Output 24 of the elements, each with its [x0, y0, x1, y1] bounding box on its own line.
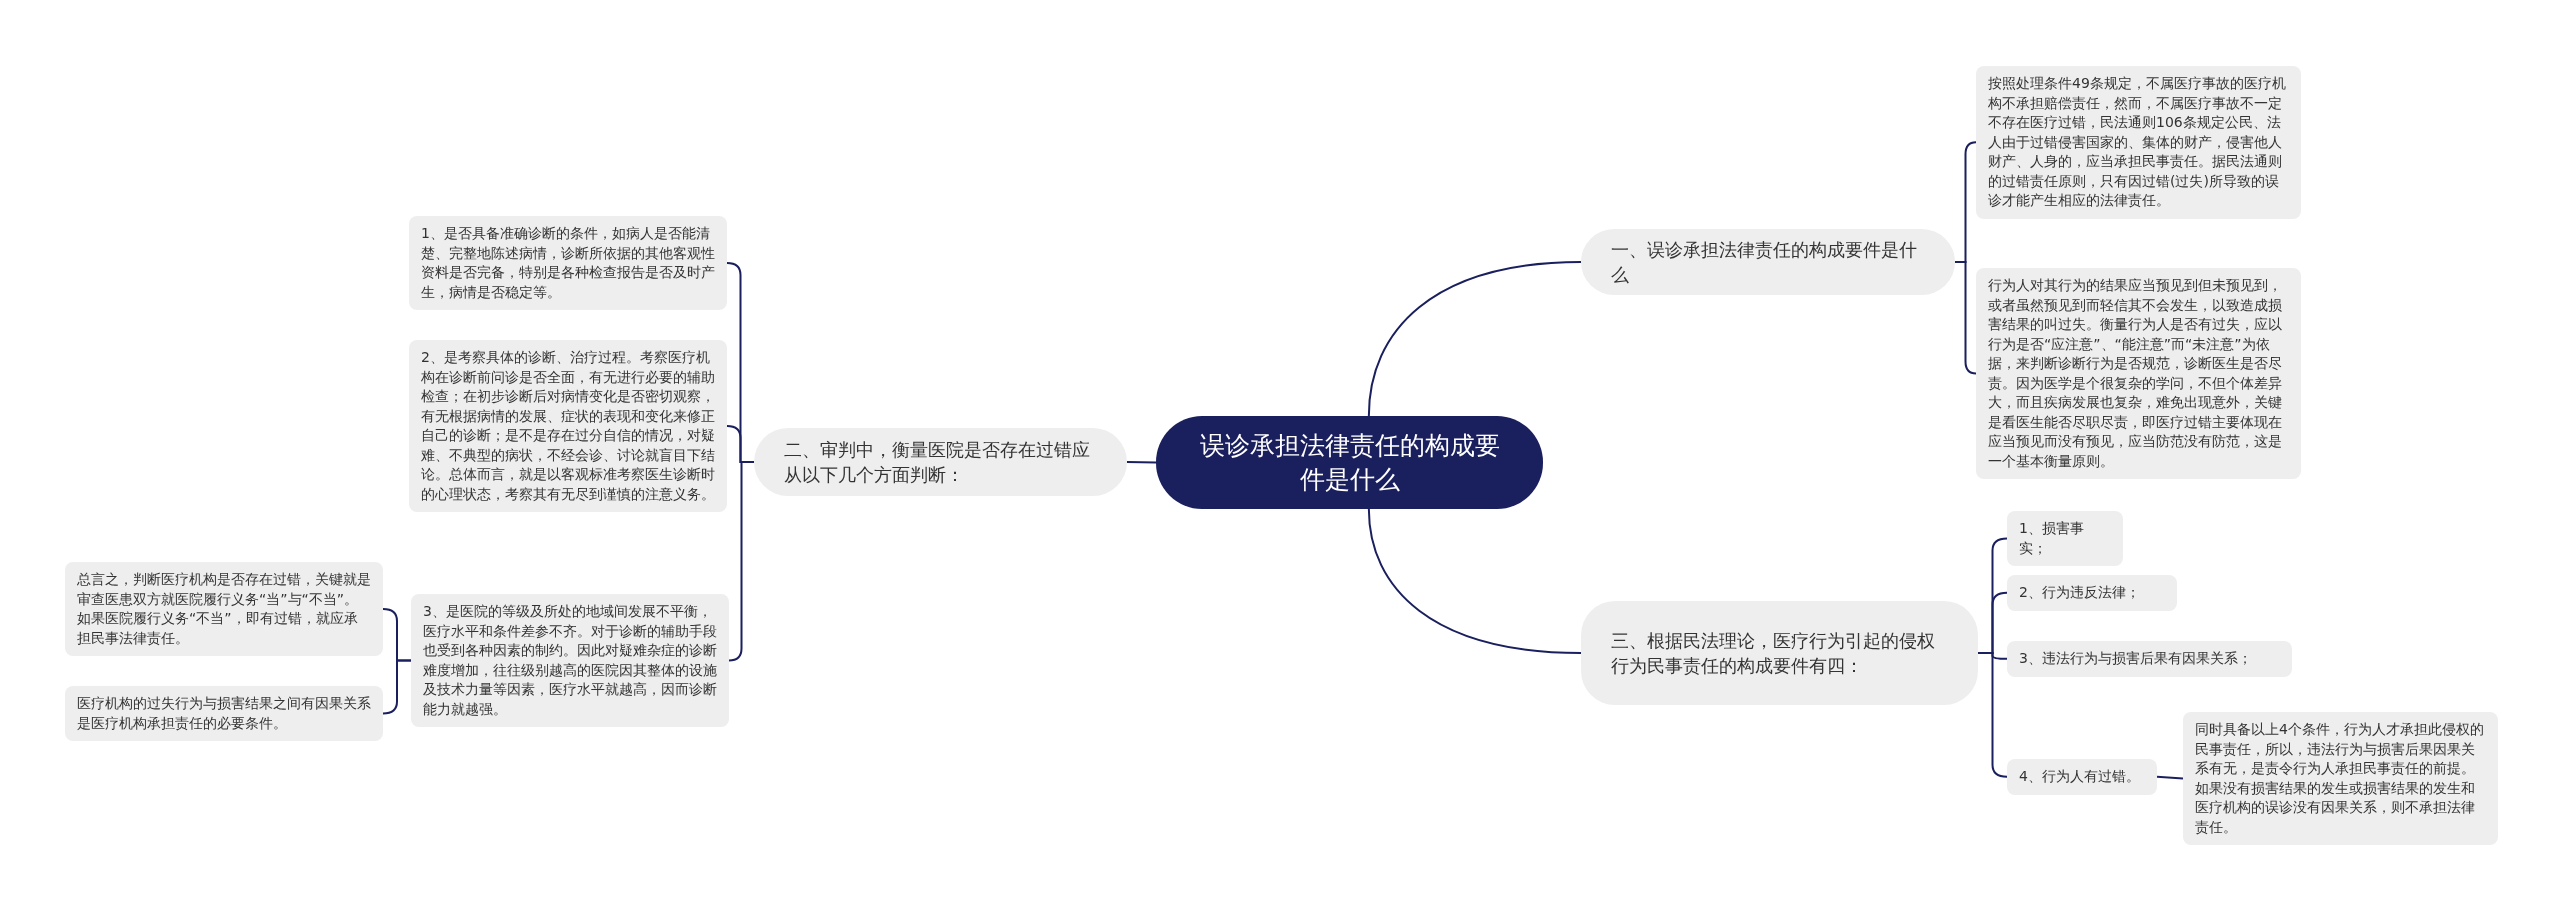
note-card: 1、是否具备准确诊断的条件，如病人是否能清楚、完整地陈述病情，诊断所依据的其他客观性资料是否完备，特别是各种检查报告是否及时产生，病情是否稳定等。 — [409, 216, 727, 310]
connector — [1367, 508, 1582, 654]
note-card: 按照处理条件49条规定，不属医疗事故的医疗机构不承担赔偿责任，然而，不属医疗事故不一定不存在医疗过错，民法通则106条规定公民、法人由于过错侵害国家的、集体的财产，侵害他人财产、人身的，应当承担民事责任。据民法通则的过错责任原则，只有因过错(过失)所导致的误诊才能产生相应的法律责任。 — [1976, 66, 2301, 219]
note-card: 3、违法行为与损害后果有因果关系； — [2007, 641, 2292, 677]
note-card: 同时具备以上4个条件，行为人才承担此侵权的民事责任，所以，违法行为与损害后果因果关系有无，是责令行为人承担民事责任的前提。如果没有损害结果的发生或损害结果的发生和医疗机构的误诊没有因果关系，则不承担法律责任。 — [2183, 712, 2498, 845]
branch-topic: 一、误诊承担法律责任的构成要件是什么 — [1581, 229, 1955, 295]
connector — [1977, 652, 2008, 778]
note-card: 医疗机构的过失行为与损害结果之间有因果关系是医疗机构承担责任的必要条件。 — [65, 686, 383, 741]
note-card: 总言之，判断医疗机构是否存在过错，关键就是审查医患双方就医院履行义务“当”与“不当”。如果医院履行义务“不当”，即有过错，就应承担民事法律责任。 — [65, 562, 383, 656]
connector — [382, 659, 412, 715]
note-card: 1、损害事实； — [2007, 511, 2123, 566]
note-card: 3、是医院的等级及所处的地域间发展不平衡，医疗水平和条件差参不齐。对于诊断的辅助手段也受到各种因素的制约。因此对疑难杂症的诊断难度增加，往往级别越高的医院因其整体的设施及技术力量等因素，医疗水平就越高，因而诊断能力就越强。 — [411, 594, 729, 727]
branch-topic: 二、审判中，衡量医院是否存在过错应从以下几个方面判断： — [754, 428, 1127, 496]
connector — [1126, 461, 1157, 464]
note-card: 4、行为人有过错。 — [2007, 759, 2157, 795]
connector — [2156, 775, 2184, 780]
connector — [1954, 261, 1977, 375]
central-topic: 误诊承担法律责任的构成要件是什么 — [1156, 416, 1543, 509]
connector — [728, 461, 755, 662]
connector — [1367, 261, 1582, 417]
branch-topic: 三、根据民法理论，医疗行为引起的侵权行为民事责任的构成要件有四： — [1581, 601, 1978, 705]
note-card: 2、行为违反法律； — [2007, 575, 2177, 611]
note-card: 行为人对其行为的结果应当预见到但未预见到，或者虽然预见到而轻信其不会发生，以致造成损害结果的叫过失。衡量行为人是否有过失，应以行为是否“应注意”、“能注意”而“未注意”为依据，来判断诊断行为是否规范，诊断医生是否尽责。因为医学是个很复杂的学问，不但个体差异大，而且疾病发展也复杂，难免出现意外，关键是看医生能否尽职尽责，即医疗过错主要体现在应当预见而没有预见，应当防范没有防范，这是一个基本衡量原则。 — [1976, 268, 2301, 479]
note-card: 2、是考察具体的诊断、治疗过程。考察医疗机构在诊断前问诊是否全面，有无进行必要的辅助检查；在初步诊断后对病情变化是否密切观察，有无根据病情的发展、症状的表现和变化来修正自己的诊断；是不是存在过分自信的情况，对疑难、不典型的病状，不经会诊、讨论就盲目下结论。总体而言，就是以客观标准考察医生诊断时的心理状态，考察其有无尽到谨慎的注意义务。 — [409, 340, 727, 512]
